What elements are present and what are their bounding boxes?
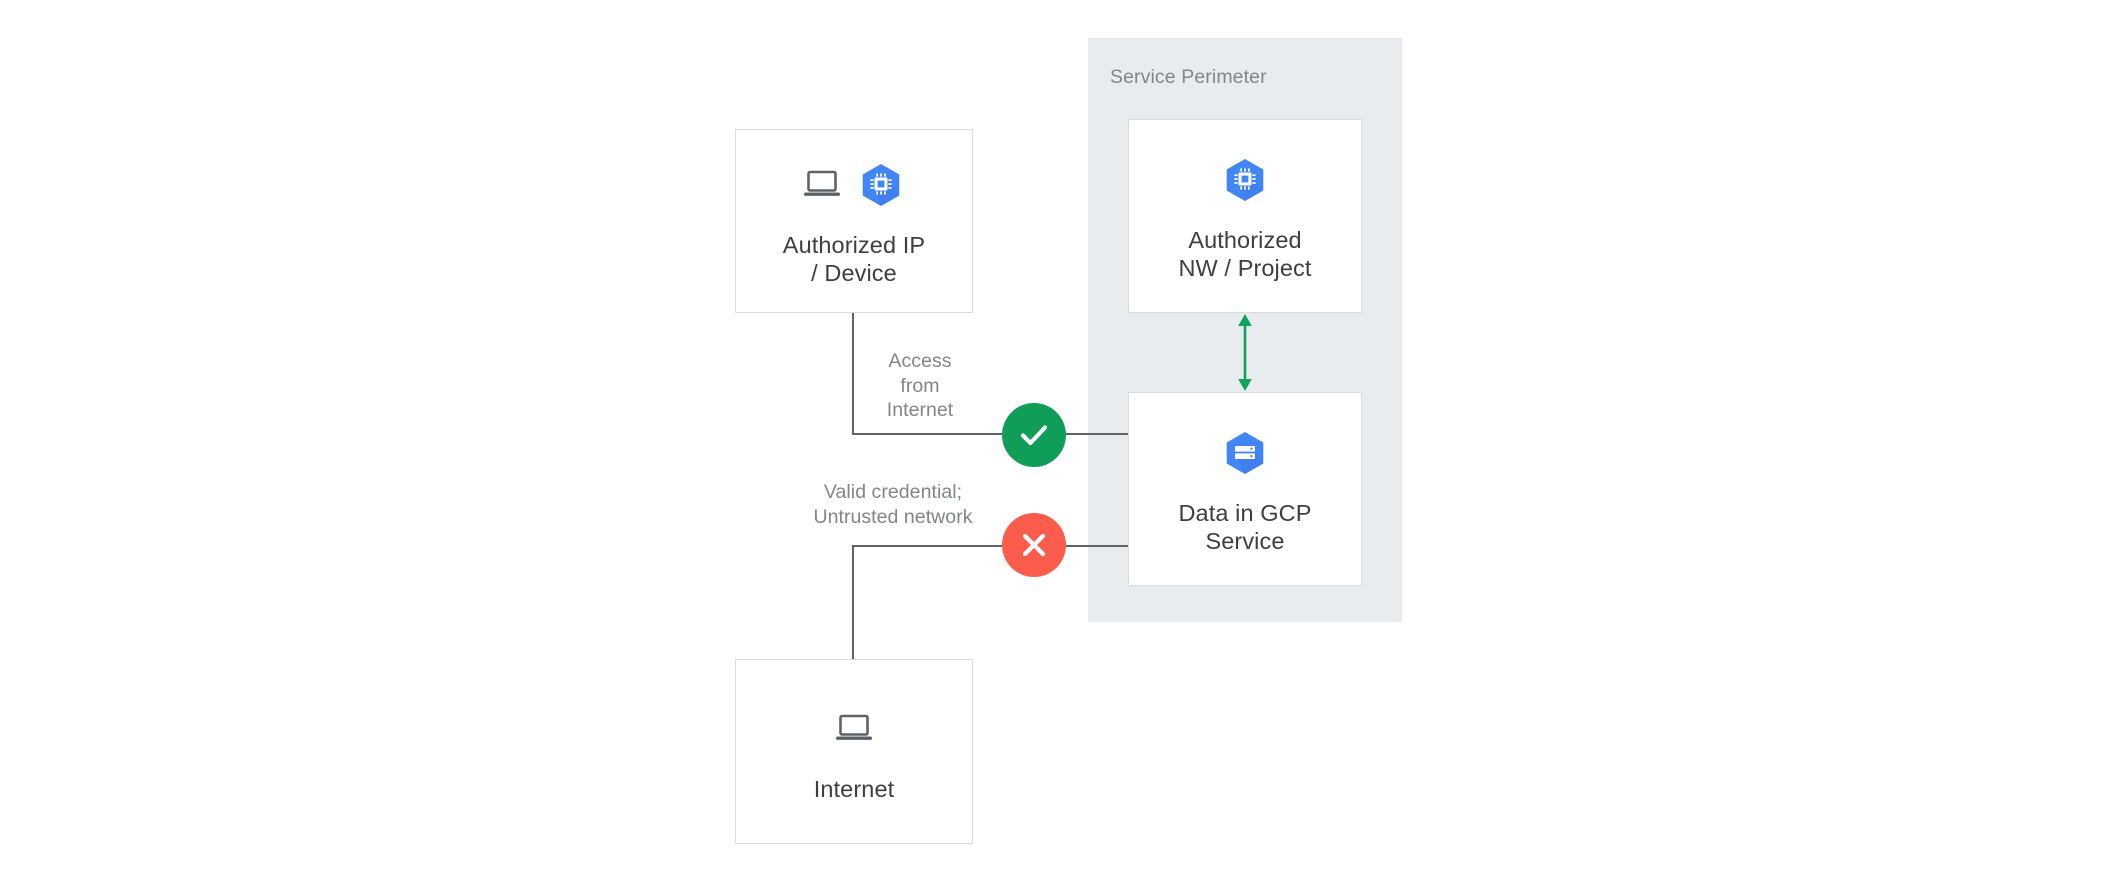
- node-authorized-nw-project[interactable]: Authorized NW / Project: [1128, 119, 1362, 313]
- node-internet[interactable]: Internet: [735, 659, 973, 844]
- connector-denied-horizontal: [852, 545, 1004, 548]
- connector-denied-vertical: [852, 545, 855, 661]
- connector-allowed-horizontal-right: [1050, 433, 1130, 436]
- node-icon-group: [834, 699, 874, 757]
- connector-denied-horizontal-right: [1050, 545, 1130, 548]
- node-label: Authorized NW / Project: [1178, 226, 1312, 282]
- close-icon: [1022, 533, 1046, 557]
- status-badge-denied[interactable]: [1002, 513, 1066, 577]
- node-icon-group: [802, 155, 906, 213]
- node-icon-group: [1220, 150, 1270, 208]
- connector-allowed-horizontal: [852, 433, 1004, 436]
- node-label: Authorized IP / Device: [782, 231, 926, 287]
- node-label: Internet: [813, 776, 895, 803]
- gcp-storage-hexagon-icon: [1226, 431, 1264, 474]
- node-data-in-gcp-service[interactable]: Data in GCP Service: [1128, 392, 1362, 586]
- laptop-icon: [836, 714, 872, 741]
- node-label: Data in GCP Service: [1178, 499, 1312, 555]
- check-icon: [1020, 425, 1048, 446]
- node-authorized-device[interactable]: Authorized IP / Device: [735, 129, 973, 313]
- edge-label-access-from-internet: Access from Internet: [886, 350, 954, 421]
- laptop-icon: [804, 170, 840, 196]
- gcp-compute-hexagon-icon: [1226, 158, 1264, 201]
- status-badge-allowed[interactable]: [1002, 403, 1066, 467]
- service-perimeter-label: Service Perimeter: [1110, 66, 1267, 88]
- gcp-compute-hexagon-icon: [862, 163, 900, 206]
- edge-label-untrusted-network: Valid credential; Untrusted network: [813, 481, 973, 528]
- double-arrow-icon: [1238, 314, 1252, 391]
- node-icon-group: [1220, 423, 1270, 481]
- connector-allowed-vertical: [852, 313, 855, 435]
